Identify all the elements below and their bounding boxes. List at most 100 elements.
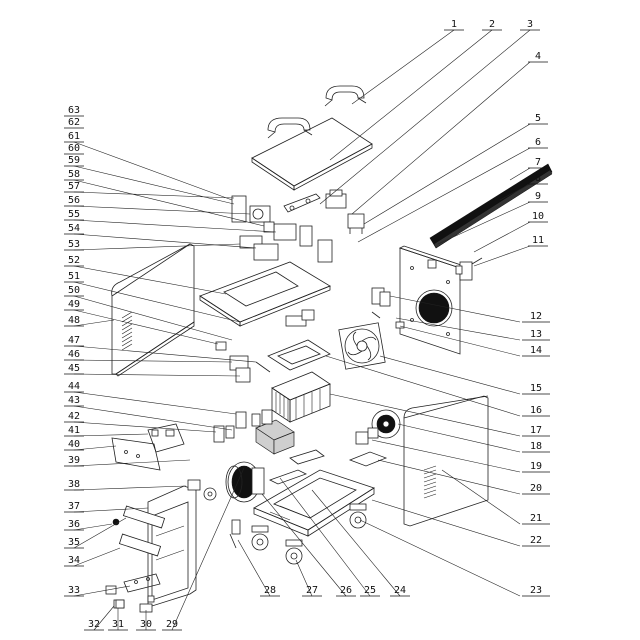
svg-text:14: 14: [530, 345, 542, 356]
label-3: 3: [520, 19, 540, 31]
label-28: 28: [260, 585, 280, 597]
mounting-plate-mid: [267, 339, 331, 371]
svg-text:21: 21: [530, 513, 542, 524]
label-34: 34: [64, 555, 84, 567]
label-10: 10: [528, 211, 548, 223]
rear-switch: [371, 287, 405, 329]
right-vent-slots: [423, 465, 437, 499]
svg-text:54: 54: [68, 223, 80, 234]
label-49: 49: [64, 299, 84, 311]
label-29: 29: [162, 619, 182, 631]
label-25: 25: [360, 585, 380, 597]
label-59: 59: [64, 155, 84, 167]
svg-text:53: 53: [68, 239, 80, 250]
caster-rear: [349, 503, 367, 529]
side-rail-black: [429, 163, 553, 249]
svg-text:47: 47: [68, 335, 80, 346]
label-33: 33: [64, 585, 84, 597]
svg-text:15: 15: [530, 383, 542, 394]
label-39: 39: [64, 455, 84, 467]
label-50: 50: [64, 285, 84, 297]
label-62: 62: [64, 117, 84, 129]
bracket-rail: [283, 193, 321, 213]
svg-text:46: 46: [68, 349, 80, 360]
svg-text:52: 52: [68, 255, 80, 266]
left-vent-slots: [121, 311, 133, 351]
svg-text:33: 33: [68, 585, 80, 596]
base-chassis: [253, 469, 375, 537]
svg-text:23: 23: [530, 585, 542, 596]
part-number-labels: 1 2 3 4 5 6 7 8 9 10 11 12 13 14 15 16 1…: [64, 19, 550, 631]
label-44: 44: [64, 381, 84, 393]
svg-text:61: 61: [68, 131, 80, 142]
svg-text:19: 19: [530, 461, 542, 472]
label-17: 17: [522, 425, 550, 437]
svg-text:17: 17: [530, 425, 542, 436]
label-56: 56: [64, 195, 84, 207]
label-27: 27: [302, 585, 322, 597]
svg-text:49: 49: [68, 299, 80, 310]
label-60: 60: [64, 143, 84, 155]
svg-text:27: 27: [306, 585, 318, 596]
label-41: 41: [64, 425, 84, 437]
label-48: 48: [64, 315, 84, 327]
svg-text:36: 36: [68, 519, 80, 530]
svg-text:26: 26: [340, 585, 352, 596]
label-43: 43: [64, 395, 84, 407]
upper-pcb-plate: [199, 261, 331, 327]
label-52: 52: [64, 255, 84, 267]
svg-text:18: 18: [530, 441, 542, 452]
label-15: 15: [522, 383, 550, 395]
cooling-fan: [338, 322, 386, 370]
label-35: 35: [64, 537, 84, 549]
label-11: 11: [528, 235, 548, 247]
svg-text:44: 44: [68, 381, 80, 392]
svg-text:41: 41: [68, 425, 80, 436]
svg-text:56: 56: [68, 195, 80, 206]
main-transformer: [225, 461, 265, 503]
label-36: 36: [64, 519, 84, 531]
label-16: 16: [522, 405, 550, 417]
svg-text:1: 1: [451, 19, 457, 30]
left-side-cover: [111, 243, 195, 377]
svg-text:24: 24: [394, 585, 406, 596]
label-6: 6: [528, 137, 548, 149]
pcb-components: [231, 195, 333, 327]
label-20: 20: [522, 483, 550, 495]
label-55: 55: [64, 209, 84, 221]
svg-text:12: 12: [530, 311, 542, 322]
svg-text:58: 58: [68, 169, 80, 180]
base-bracket: [268, 449, 325, 485]
label-54: 54: [64, 223, 84, 235]
svg-text:55: 55: [68, 209, 80, 220]
label-61: 61: [64, 131, 84, 143]
label-8: 8: [528, 173, 548, 185]
connector-plate: [123, 573, 161, 593]
svg-text:22: 22: [530, 535, 542, 546]
label-42: 42: [64, 411, 84, 423]
svg-text:3: 3: [527, 19, 533, 30]
label-13: 13: [522, 329, 550, 341]
label-47: 47: [64, 335, 84, 347]
label-45: 45: [64, 363, 84, 375]
label-26: 26: [336, 585, 356, 597]
label-4: 4: [528, 51, 548, 63]
svg-text:16: 16: [530, 405, 542, 416]
svg-text:11: 11: [532, 235, 544, 246]
label-19: 19: [522, 461, 550, 473]
svg-text:7: 7: [535, 157, 541, 168]
label-12: 12: [522, 311, 550, 323]
svg-text:13: 13: [530, 329, 542, 340]
handle-rear: [324, 85, 367, 107]
svg-text:60: 60: [68, 143, 80, 154]
svg-text:50: 50: [68, 285, 80, 296]
svg-text:57: 57: [68, 181, 80, 192]
label-14: 14: [522, 345, 550, 357]
svg-text:9: 9: [535, 191, 541, 202]
heat-sink-upper: [271, 371, 331, 423]
svg-text:45: 45: [68, 363, 80, 374]
quick-connector-30: [139, 595, 155, 613]
leader-lines: [73, 29, 531, 631]
label-53: 53: [64, 239, 84, 251]
